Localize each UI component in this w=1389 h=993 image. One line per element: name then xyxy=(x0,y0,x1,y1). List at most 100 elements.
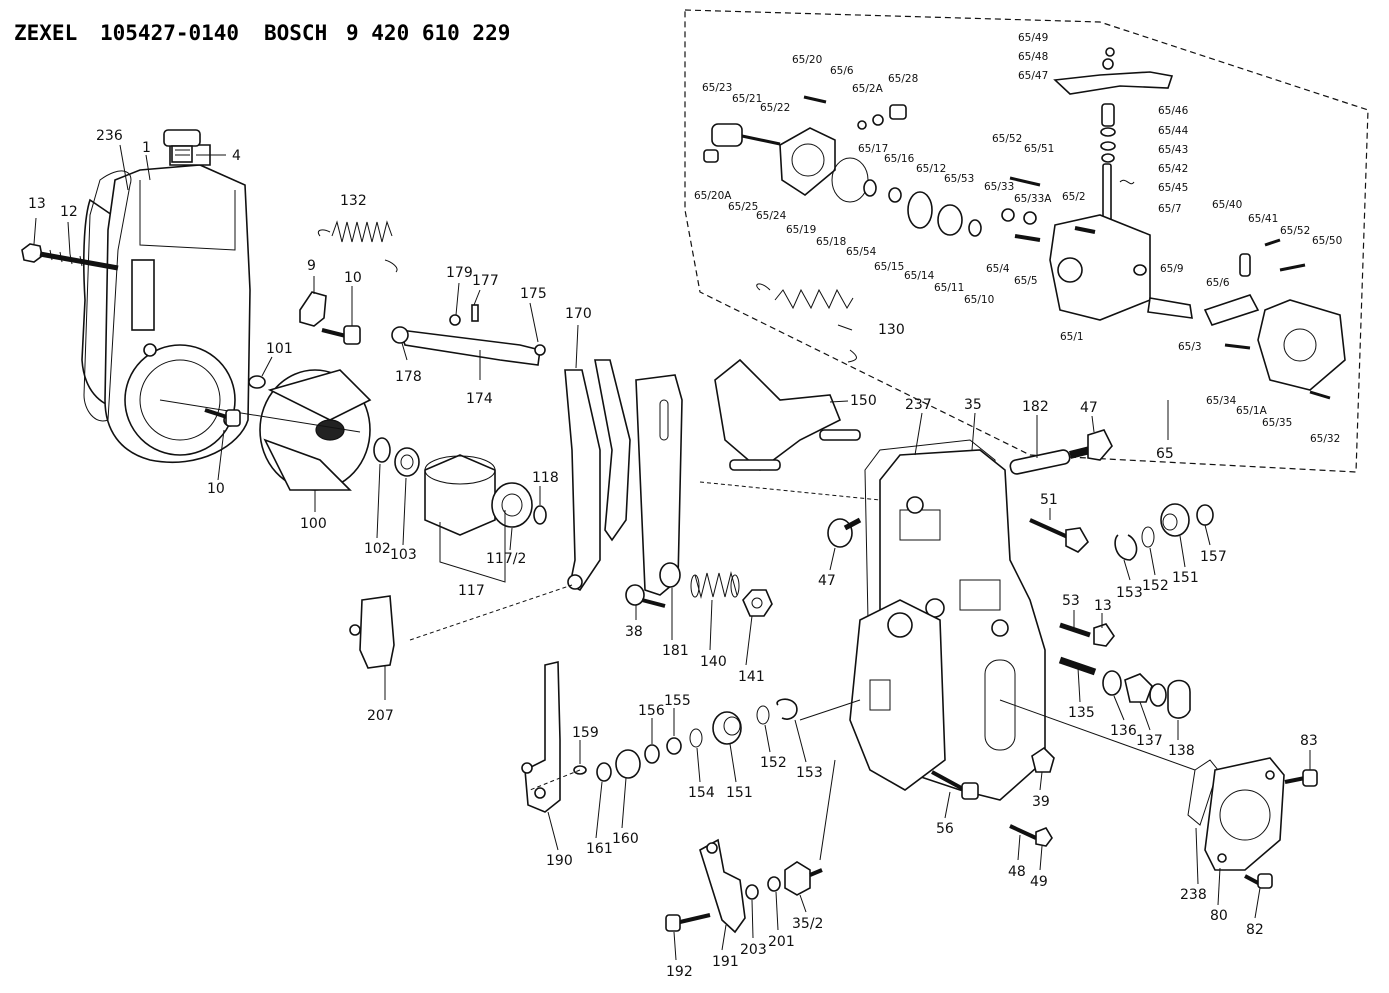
plug-151-lower xyxy=(712,711,742,745)
label-12: 12 xyxy=(60,204,78,220)
label-38: 38 xyxy=(625,624,643,640)
screw-10-lower xyxy=(204,408,241,427)
label-35: 35 xyxy=(964,397,982,413)
label-65: 65 xyxy=(1156,446,1174,462)
label-141: 141 xyxy=(738,669,765,685)
label-192: 192 xyxy=(666,964,693,980)
label-154: 154 xyxy=(688,785,715,801)
label-138: 138 xyxy=(1168,743,1195,759)
label-153-lower: 153 xyxy=(796,765,823,781)
label-117-2: 117/2 xyxy=(486,551,526,567)
label-175: 175 xyxy=(520,286,547,302)
washer-118 xyxy=(533,505,547,525)
bracket-9 xyxy=(299,291,327,327)
label-182: 182 xyxy=(1022,399,1049,415)
label-65-20a: 65/20A xyxy=(694,190,732,202)
label-65-17: 65/17 xyxy=(858,143,888,155)
sleeve-117 xyxy=(424,454,496,536)
label-10-upper: 10 xyxy=(344,270,362,286)
label-65-44: 65/44 xyxy=(1158,125,1189,137)
nut-137 xyxy=(1124,673,1153,703)
label-157: 157 xyxy=(1200,549,1227,565)
flyweight-assembly-100 xyxy=(159,369,372,491)
label-159: 159 xyxy=(572,725,599,741)
lever-190 xyxy=(521,661,561,813)
screw-101 xyxy=(248,375,266,389)
label-132: 132 xyxy=(340,193,367,209)
label-1: 1 xyxy=(142,140,151,156)
bolt-47-left xyxy=(827,517,862,548)
label-65-22: 65/22 xyxy=(760,102,790,114)
label-207: 207 xyxy=(367,708,394,724)
label-65-15: 65/15 xyxy=(874,261,904,273)
sleeve-160 xyxy=(615,749,641,779)
label-65-42: 65/42 xyxy=(1158,163,1188,175)
spring-140 xyxy=(690,571,740,599)
label-152-upper: 152 xyxy=(1142,578,1169,594)
label-153-upper: 153 xyxy=(1116,585,1143,601)
label-65-40: 65/40 xyxy=(1212,199,1242,211)
label-65-52a: 65/52 xyxy=(992,133,1022,145)
label-65-18: 65/18 xyxy=(816,236,846,248)
gasket-238 xyxy=(1187,759,1219,826)
label-4: 4 xyxy=(232,148,241,164)
label-65-23: 65/23 xyxy=(702,82,732,94)
label-82: 82 xyxy=(1246,922,1264,938)
screw-35-2 xyxy=(784,861,823,896)
part-labels: 236 1 4 13 12 132 9 10 179 177 175 170 1… xyxy=(28,128,1318,980)
housing-lower-plate xyxy=(849,599,946,791)
washer-136 xyxy=(1102,670,1122,696)
label-65-33: 65/33 xyxy=(984,181,1014,193)
label-102: 102 xyxy=(364,541,391,557)
label-49: 49 xyxy=(1030,874,1048,890)
label-65-48: 65/48 xyxy=(1018,51,1048,63)
ring-153-upper xyxy=(1114,534,1138,561)
label-65-19: 65/19 xyxy=(786,224,816,236)
label-65-2: 65/2 xyxy=(1062,191,1086,203)
zexel-part-number: 105427-0140 xyxy=(100,21,239,45)
label-13-right: 13 xyxy=(1094,598,1112,614)
label-65-34: 65/34 xyxy=(1206,395,1237,407)
label-152-lower: 152 xyxy=(760,755,787,771)
lever-181 xyxy=(635,374,683,596)
label-35-2: 35/2 xyxy=(792,916,823,932)
label-65-32: 65/32 xyxy=(1310,433,1340,445)
label-65-47: 65/47 xyxy=(1018,70,1048,82)
label-151-upper: 151 xyxy=(1172,570,1199,586)
label-65-54: 65/54 xyxy=(846,246,877,258)
lever-150 xyxy=(714,358,861,472)
screw-192 xyxy=(665,913,711,932)
label-65-45: 65/45 xyxy=(1158,182,1188,194)
stud-12 xyxy=(39,249,119,271)
cover-80 xyxy=(1204,757,1285,871)
screw-135 xyxy=(1058,656,1097,676)
label-56: 56 xyxy=(936,821,954,837)
header: ZEXEL 105427-0140 BOSCH 9 420 610 229 xyxy=(14,21,510,45)
label-181: 181 xyxy=(662,643,689,659)
screw-83 xyxy=(1284,769,1318,787)
nut-141 xyxy=(742,589,773,617)
label-65-14: 65/14 xyxy=(904,270,935,282)
label-65-41: 65/41 xyxy=(1248,213,1278,225)
label-191: 191 xyxy=(712,954,739,970)
label-150: 150 xyxy=(850,393,877,409)
label-100: 100 xyxy=(300,516,327,532)
cover-65-19 xyxy=(779,127,836,196)
ring-153-lower xyxy=(776,698,798,720)
label-156: 156 xyxy=(638,703,665,719)
label-65-43: 65/43 xyxy=(1158,144,1188,156)
label-101: 101 xyxy=(266,341,293,357)
bolt-47-upper xyxy=(1069,429,1113,461)
label-47-upper: 47 xyxy=(1080,400,1098,416)
label-9: 9 xyxy=(307,258,316,274)
label-83: 83 xyxy=(1300,733,1318,749)
label-65-50: 65/50 xyxy=(1312,235,1342,247)
label-65-53: 65/53 xyxy=(944,173,974,185)
label-65-6b: 65/6 xyxy=(1206,277,1230,289)
screw-53 xyxy=(1059,622,1091,638)
label-140: 140 xyxy=(700,654,727,670)
screw-48 xyxy=(1009,824,1037,840)
label-65-11: 65/11 xyxy=(934,282,964,294)
label-65-20: 65/20 xyxy=(792,54,822,66)
brand-bosch: BOSCH xyxy=(264,21,327,45)
